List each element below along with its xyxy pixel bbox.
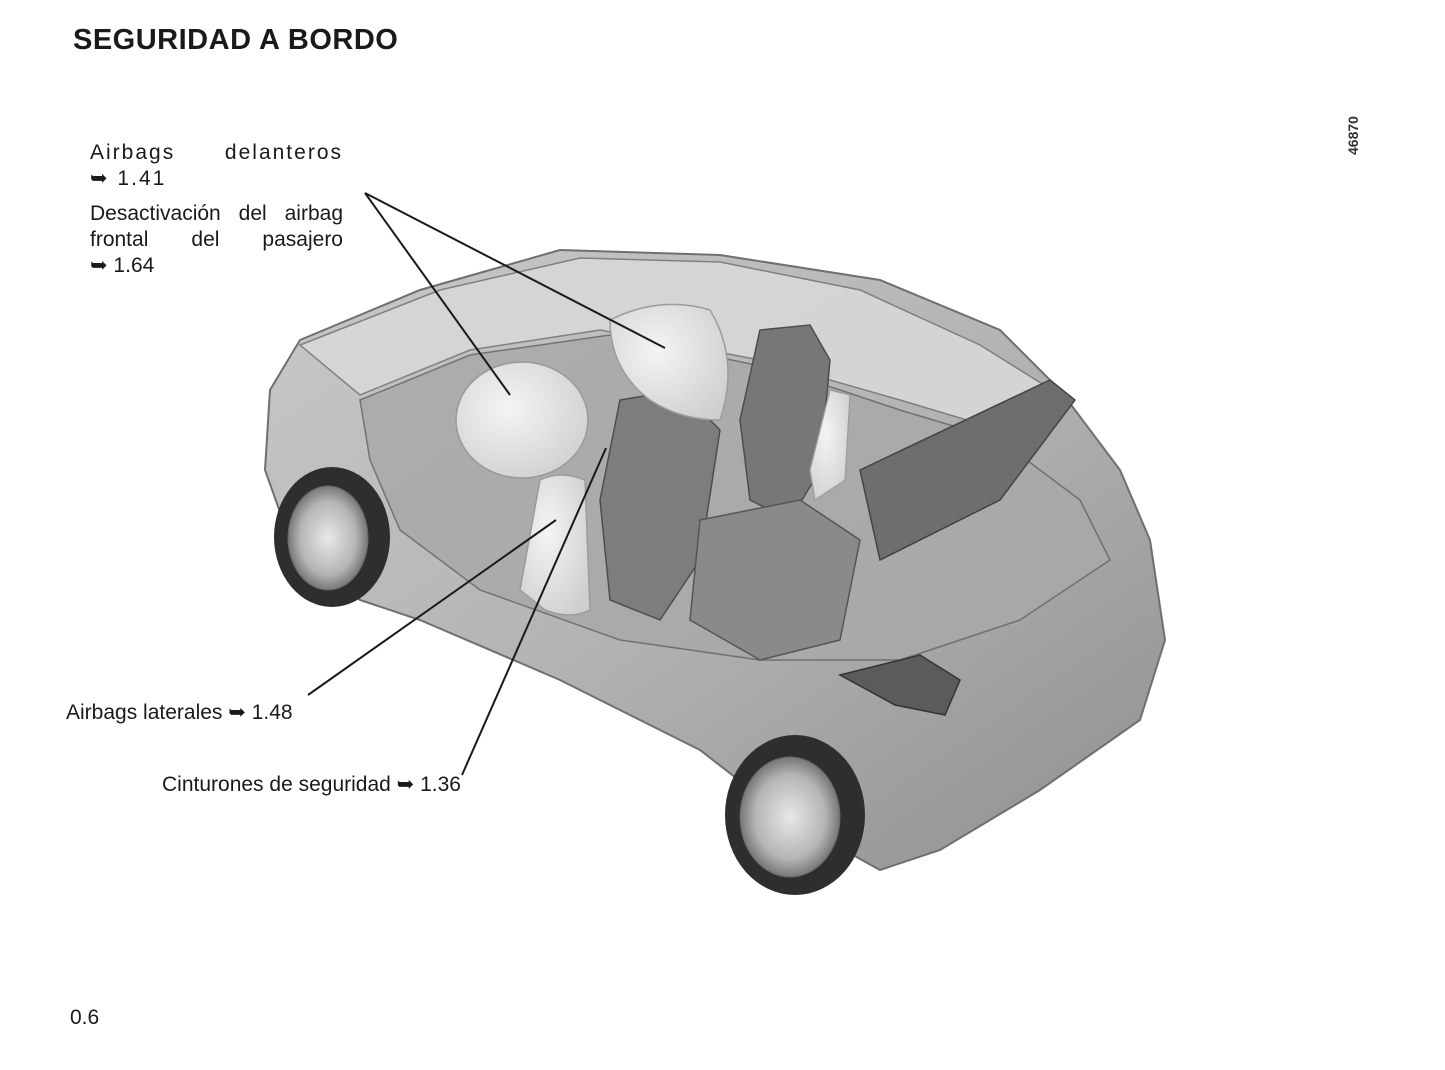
front-wheel bbox=[274, 467, 390, 607]
passenger-seat bbox=[739, 324, 831, 521]
callout-front-airbags-ref: ➥ 1.41 bbox=[90, 167, 167, 190]
leader-line-seat-belts bbox=[461, 447, 607, 776]
side-airbag bbox=[519, 474, 591, 616]
page-number: 0.6 bbox=[70, 1006, 100, 1029]
rear-side-airbag bbox=[809, 389, 851, 502]
leader-line-front-airbag-passenger bbox=[364, 192, 666, 349]
callout-front-airbags-text: Airbags delanteros bbox=[90, 141, 343, 164]
callout-passenger-airbag-deactivation: Desactivación del airbag frontal del pas… bbox=[90, 201, 343, 279]
callout-front-airbags: Airbags delanteros ➥ 1.41 bbox=[90, 140, 343, 192]
rear-wheel bbox=[725, 735, 865, 895]
driver-front-airbag bbox=[455, 361, 589, 479]
callout-passenger-airbag-deactivation-text: Desactivación del airbag frontal del pas… bbox=[90, 202, 343, 251]
figure-code: 46870 bbox=[1345, 116, 1361, 155]
callout-seat-belts: Cinturones de seguridad ➥ 1.36 bbox=[162, 773, 461, 796]
callout-side-airbags: Airbags laterales ➥ 1.48 bbox=[66, 701, 293, 724]
rear-light bbox=[837, 654, 961, 716]
page-title: SEGURIDAD A BORDO bbox=[73, 24, 399, 56]
passenger-front-airbag bbox=[609, 303, 729, 421]
callout-passenger-airbag-deactivation-ref: ➥ 1.64 bbox=[90, 254, 155, 277]
leader-line-front-airbag-driver bbox=[364, 192, 511, 396]
rear-seat bbox=[689, 499, 861, 661]
leader-line-side-airbags bbox=[307, 519, 557, 696]
car-tailgate bbox=[859, 379, 1077, 562]
